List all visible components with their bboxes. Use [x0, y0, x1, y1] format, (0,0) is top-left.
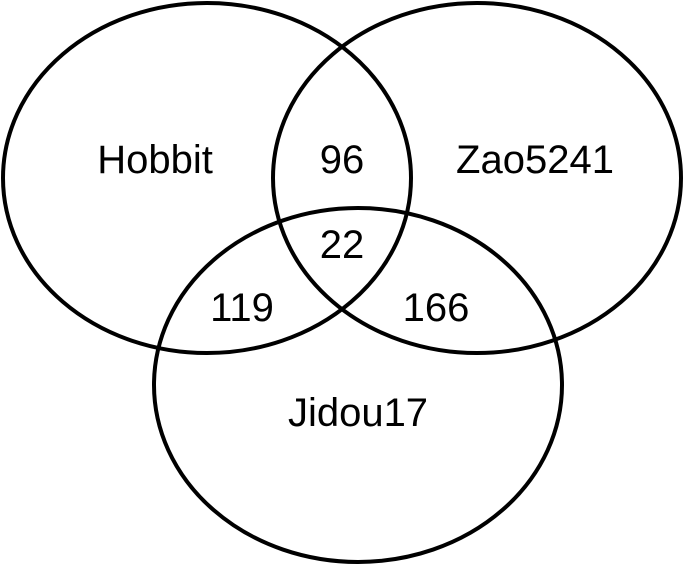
hobbit-set-ellipse [1, 1, 413, 355]
all-three-count: 22 [320, 223, 365, 267]
zao5241-set-ellipse [271, 1, 683, 355]
jidou17-set-label: Jidou17 [288, 391, 428, 435]
hobbit-jidou17-count: 119 [210, 286, 274, 330]
hobbit-zao5241-count: 96 [320, 138, 365, 182]
zao5241-set-label: Zao5241 [456, 138, 614, 182]
jidou17-set-ellipse [152, 206, 564, 564]
zao5241-jidou17-count: 166 [403, 286, 470, 330]
hobbit-set-label: Hobbit [97, 138, 213, 182]
